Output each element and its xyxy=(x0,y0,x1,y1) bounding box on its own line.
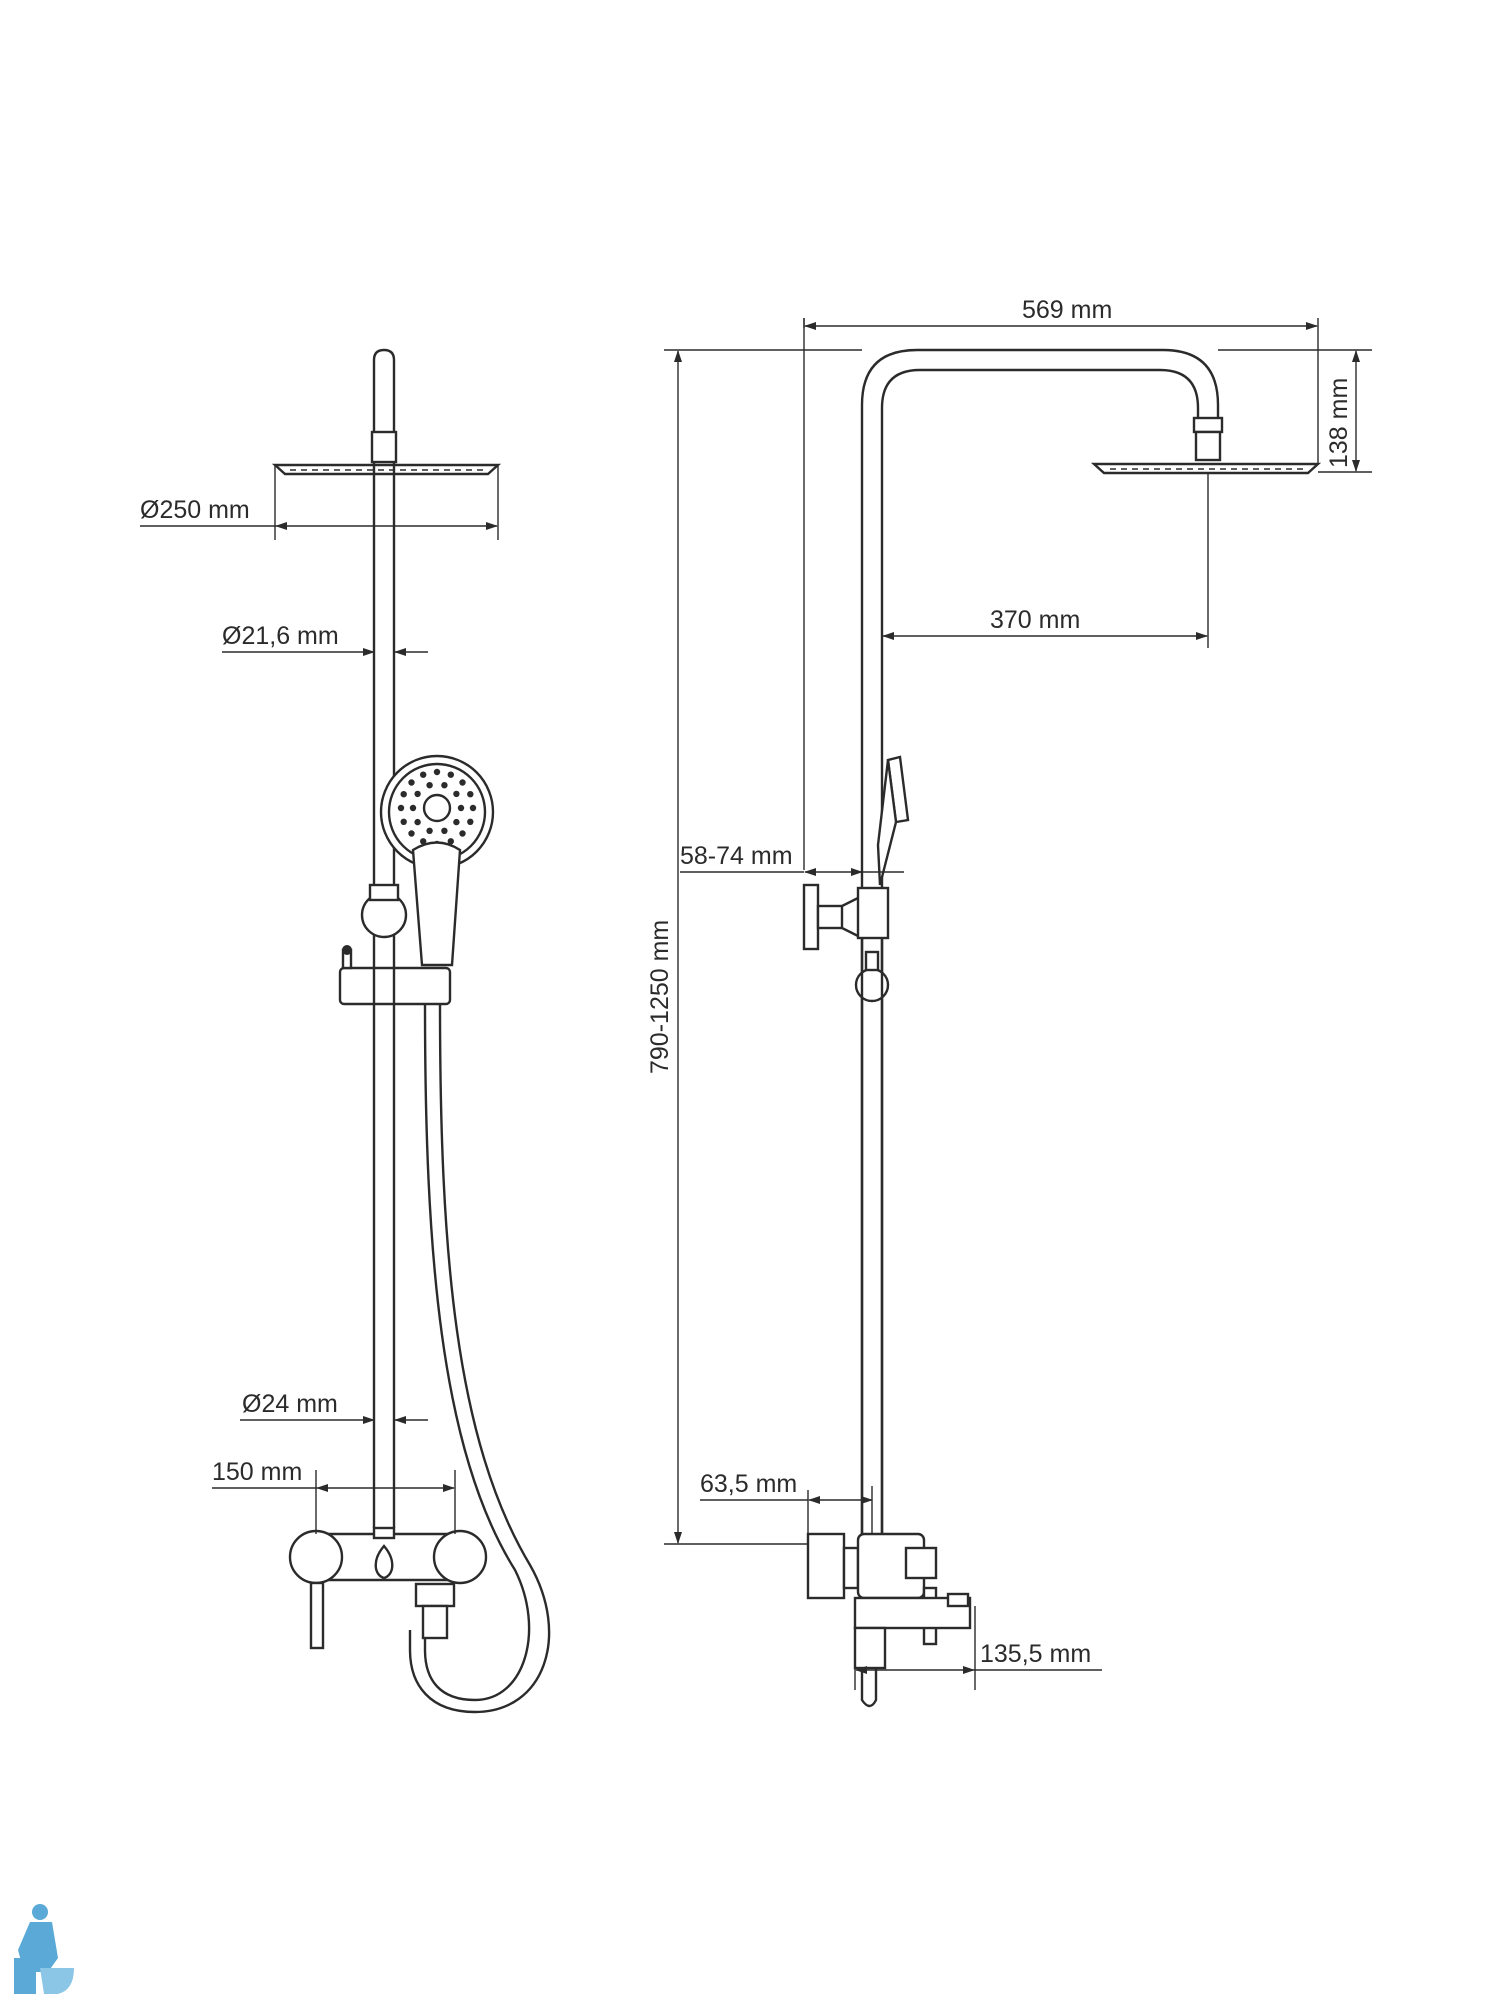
pipe-top-cap xyxy=(372,348,396,432)
spray-nozzle xyxy=(453,818,460,826)
side-rain-head xyxy=(1090,462,1322,475)
spray-nozzle xyxy=(459,830,466,837)
spray-nozzle xyxy=(420,838,427,845)
label-arm-length: 569 mm xyxy=(1022,296,1112,324)
spray-nozzle xyxy=(409,804,417,812)
label-outlet-spacing: 150 mm xyxy=(212,1458,302,1486)
label-wall-distance-mixer: 63,5 mm xyxy=(700,1470,797,1498)
shower-hose xyxy=(423,1003,531,1702)
head-connector xyxy=(370,430,398,464)
hand-shower xyxy=(379,754,495,967)
label-head-diameter: Ø250 mm xyxy=(140,496,250,524)
label-head-drop: 138 mm xyxy=(1325,378,1353,468)
label-pipe-diameter-lower: Ø24 mm xyxy=(242,1390,338,1418)
spray-nozzle xyxy=(400,818,407,825)
plumber-logo-icon xyxy=(14,1904,74,1994)
spray-nozzle xyxy=(447,838,454,845)
rain-shower-head xyxy=(271,463,502,476)
mixer-lever xyxy=(309,1581,325,1650)
mixer-body xyxy=(288,1526,488,1650)
spray-nozzle xyxy=(400,791,407,798)
spray-nozzle xyxy=(441,827,448,834)
spray-nozzle xyxy=(447,771,454,778)
spray-nozzle xyxy=(408,830,415,837)
label-pipe-diameter-upper: Ø21,6 mm xyxy=(222,622,339,650)
side-dimensions xyxy=(664,318,1372,1690)
wall-bracket-side xyxy=(802,883,890,1590)
side-head-joint xyxy=(1192,416,1224,434)
spray-nozzle xyxy=(469,804,477,812)
side-view xyxy=(802,318,1322,1708)
label-spout-projection: 135,5 mm xyxy=(980,1640,1091,1668)
spray-nozzle xyxy=(467,791,474,798)
spray-nozzle xyxy=(453,790,460,798)
overhead-arm-outer xyxy=(860,348,1220,1590)
slide-bracket xyxy=(338,883,452,1006)
front-dimensions xyxy=(140,465,499,1534)
diverter-knob xyxy=(374,1544,394,1580)
hand-shower-side xyxy=(876,755,910,886)
spray-nozzle xyxy=(414,818,421,826)
hose-connector xyxy=(414,1582,456,1608)
label-wall-distance-bracket: 58-74 mm xyxy=(680,842,793,870)
spray-nozzle xyxy=(459,779,466,786)
label-head-reach: 370 mm xyxy=(990,606,1080,634)
front-view xyxy=(271,348,551,1714)
spray-nozzle xyxy=(441,782,448,789)
spray-nozzle xyxy=(467,818,474,825)
spray-nozzle xyxy=(420,771,427,778)
dimension-labels: Ø250 mm Ø21,6 mm Ø24 mm 150 mm 569 mm 13… xyxy=(140,296,1353,1668)
spray-nozzle xyxy=(397,804,405,812)
overhead-arm-inner xyxy=(880,368,1200,1590)
spray-nozzle xyxy=(457,804,465,812)
label-height-range: 790-1250 mm xyxy=(646,920,674,1074)
spray-nozzle xyxy=(414,790,421,798)
spray-nozzle xyxy=(426,782,433,789)
spray-nozzle xyxy=(433,768,441,776)
spray-nozzle xyxy=(426,827,433,834)
spray-nozzle xyxy=(408,779,415,786)
mixer-side xyxy=(806,1532,972,1708)
